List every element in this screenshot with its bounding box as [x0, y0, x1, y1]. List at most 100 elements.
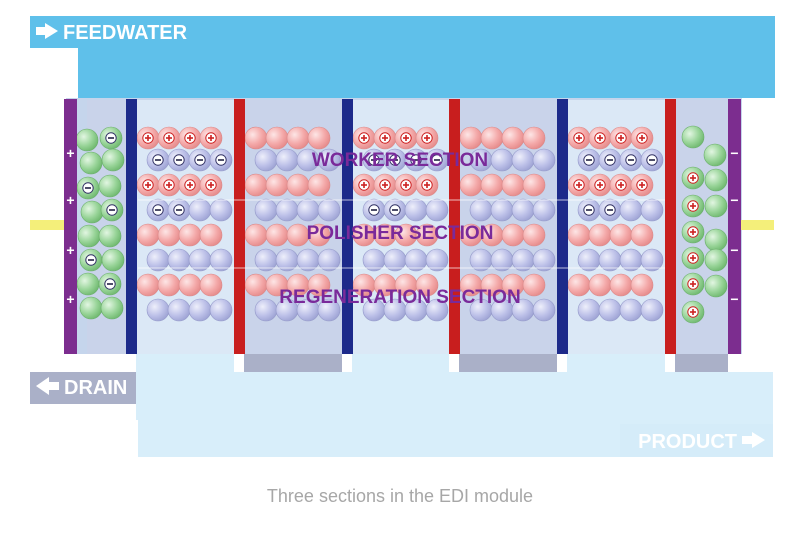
- anion-resin-bead: [188, 298, 212, 322]
- cation-resin-bead: [567, 223, 591, 247]
- anode-plus-sign: +: [66, 291, 74, 307]
- feedwater-arrow-icon: [36, 23, 58, 39]
- cation-resin-bead: [286, 173, 310, 197]
- cation-resin-bead: [307, 273, 331, 297]
- anion-resin-bead: [209, 198, 233, 222]
- green-resin-bead: [704, 194, 728, 218]
- drain-label: DRAIN: [64, 377, 127, 399]
- regeneration-section-label: REGENERATION SECTION: [279, 287, 520, 308]
- product-arrow-icon: [742, 432, 765, 448]
- cation-resin-bead: [567, 273, 591, 297]
- anion-resin-bead: [577, 198, 601, 222]
- cation-resin-bead: [307, 223, 331, 247]
- cation-resin-bead: [136, 173, 160, 197]
- cation-resin-bead: [630, 173, 654, 197]
- anion-resin-bead: [404, 148, 428, 172]
- cation-resin-bead: [265, 223, 289, 247]
- anion-resin-bead: [598, 298, 622, 322]
- anion-resin-bead: [317, 298, 341, 322]
- anion-resin-bead: [577, 148, 601, 172]
- anion-resin-bead: [317, 198, 341, 222]
- cation-resin-bead: [630, 273, 654, 297]
- cation-resin-bead: [567, 126, 591, 150]
- anion-resin-bead: [511, 148, 535, 172]
- anion-resin-bead: [640, 148, 664, 172]
- cation-resin-bead: [588, 126, 612, 150]
- cathode-electrode: [728, 99, 741, 354]
- worker-section-label: WORKER SECTION: [312, 150, 488, 171]
- cation-resin-bead: [199, 126, 223, 150]
- product-outlet-stub: [136, 354, 234, 420]
- cathode-minus-sign: −: [730, 291, 738, 307]
- anion-resin-bead: [383, 198, 407, 222]
- cation-resin-bead: [136, 273, 160, 297]
- cation-resin-bead: [480, 173, 504, 197]
- cation-exchange-membrane: [665, 99, 676, 354]
- cation-resin-bead: [522, 173, 546, 197]
- anion-resin-bead: [209, 248, 233, 272]
- anode-plus-sign: +: [66, 192, 74, 208]
- cation-resin-bead: [265, 173, 289, 197]
- anion-resin-bead: [598, 198, 622, 222]
- figure-caption: Three sections in the EDI module: [266, 486, 534, 506]
- cation-resin-bead: [244, 126, 268, 150]
- cation-resin-bead: [157, 223, 181, 247]
- anion-resin-bead: [146, 148, 170, 172]
- cation-resin-bead: [136, 126, 160, 150]
- anion-resin-bead: [619, 198, 643, 222]
- green-resin-bead: [703, 143, 727, 167]
- green-resin-bead: [704, 274, 728, 298]
- green-resin-bead: [681, 166, 705, 190]
- anion-resin-bead: [469, 198, 493, 222]
- anion-resin-bead: [490, 198, 514, 222]
- anion-resin-bead: [619, 298, 643, 322]
- anion-resin-bead: [532, 298, 556, 322]
- green-resin-bead: [681, 220, 705, 244]
- cation-resin-bead: [415, 273, 439, 297]
- cation-resin-bead: [588, 223, 612, 247]
- cation-resin-bead: [567, 173, 591, 197]
- green-resin-bead: [76, 176, 100, 200]
- anion-exchange-membrane: [126, 99, 137, 354]
- cation-resin-bead: [588, 173, 612, 197]
- green-resin-bead: [79, 151, 103, 175]
- anion-resin-bead: [532, 248, 556, 272]
- anion-resin-bead: [425, 198, 449, 222]
- cation-resin-bead: [307, 126, 331, 150]
- green-resin-bead: [75, 128, 99, 152]
- cation-resin-bead: [394, 126, 418, 150]
- anion-resin-bead: [167, 198, 191, 222]
- cation-resin-bead: [199, 223, 223, 247]
- green-resin-bead: [101, 248, 125, 272]
- green-resin-bead: [681, 272, 705, 296]
- anion-resin-bead: [511, 198, 535, 222]
- drain-outlet-stub: [459, 354, 557, 372]
- cathode-minus-sign: −: [730, 192, 738, 208]
- anion-resin-bead: [362, 198, 386, 222]
- cation-resin-bead: [136, 223, 160, 247]
- cation-resin-bead: [352, 126, 376, 150]
- cation-resin-bead: [522, 126, 546, 150]
- anion-resin-bead: [490, 148, 514, 172]
- anode-plus-sign: +: [66, 242, 74, 258]
- cation-resin-bead: [394, 173, 418, 197]
- green-resin-bead: [79, 296, 103, 320]
- anion-resin-bead: [640, 248, 664, 272]
- anion-resin-bead: [254, 298, 278, 322]
- feedwater-band: [30, 16, 775, 50]
- anion-resin-bead: [577, 298, 601, 322]
- green-resin-bead: [98, 272, 122, 296]
- green-resin-bead: [80, 200, 104, 224]
- feedwater-stub: [30, 48, 78, 100]
- cathode-minus-sign: −: [730, 242, 738, 258]
- cation-resin-bead: [501, 173, 525, 197]
- anion-resin-bead: [296, 198, 320, 222]
- cation-resin-bead: [307, 173, 331, 197]
- anion-resin-bead: [254, 148, 278, 172]
- anion-resin-bead: [532, 148, 556, 172]
- cation-resin-bead: [373, 126, 397, 150]
- anode-electrode: [64, 99, 77, 354]
- cation-resin-bead: [244, 173, 268, 197]
- cation-resin-bead: [178, 273, 202, 297]
